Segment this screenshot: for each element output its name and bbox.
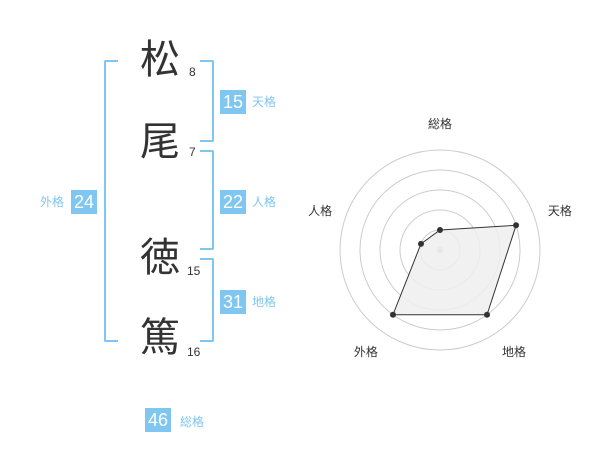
radar-axis-label-1: 天格 xyxy=(548,203,572,218)
jinkaku-bracket xyxy=(200,150,214,250)
radar-ring-4 xyxy=(359,169,521,331)
tenkaku-bracket xyxy=(200,60,214,142)
tenkaku-label: 天格 xyxy=(252,95,277,109)
radar-point-3 xyxy=(389,311,396,318)
name-char-1: 松 xyxy=(140,37,180,83)
jinkaku-value: 22 xyxy=(220,190,247,214)
gaikaku-bracket xyxy=(104,60,118,342)
stroke-count-2: 7 xyxy=(189,145,196,159)
radar-area xyxy=(392,224,517,316)
radar-point-1 xyxy=(513,222,520,229)
chikaku-label: 地格 xyxy=(252,295,277,309)
stroke-count-3: 15 xyxy=(187,264,201,278)
radar-axis-label-0: 総格 xyxy=(428,116,452,131)
gaikaku-label: 外格 xyxy=(40,195,65,209)
radar-axis-label-4: 人格 xyxy=(308,203,332,218)
chikaku-bracket xyxy=(200,258,214,342)
radar-point-4 xyxy=(417,240,424,247)
radar-ring-5 xyxy=(339,149,541,351)
gaikaku-value: 24 xyxy=(71,190,98,214)
stroke-count-1: 8 xyxy=(189,65,196,79)
soukaku-label: 総格 xyxy=(180,415,205,429)
radar-axis-label-2: 地格 xyxy=(502,344,526,359)
name-char-2: 尾 xyxy=(140,119,180,165)
chikaku-value: 31 xyxy=(220,290,247,314)
name-char-4: 篤 xyxy=(140,315,180,361)
soukaku-value: 46 xyxy=(145,408,172,432)
radar-point-2 xyxy=(484,311,491,318)
radar-point-0 xyxy=(437,227,443,233)
tenkaku-value: 15 xyxy=(220,90,247,114)
radar-axis-label-3: 外格 xyxy=(354,344,378,359)
stroke-count-4: 16 xyxy=(187,345,201,359)
jinkaku-label: 人格 xyxy=(252,195,277,209)
name-char-3: 徳 xyxy=(140,235,180,281)
